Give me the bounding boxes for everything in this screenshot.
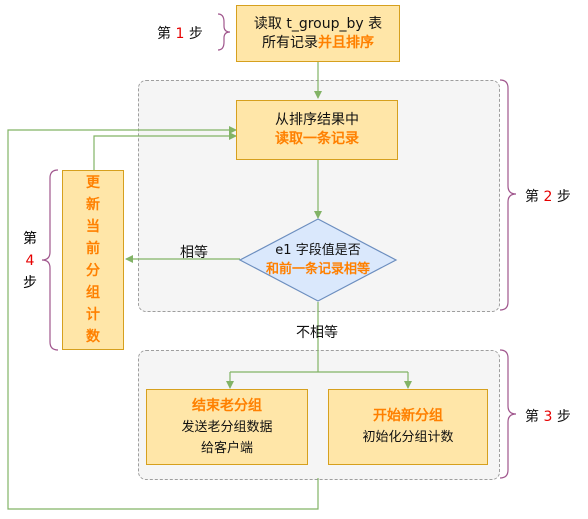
update-count-box: 更 新 当 前 分 组 计 数	[62, 170, 124, 350]
start-group-title: 开始新分组	[373, 408, 443, 424]
end-group-title: 结束老分组	[192, 397, 262, 414]
decision-text: e1 字段值是否 和前一条记录相等	[250, 238, 386, 282]
decision-line2: 和前一条记录相等	[265, 262, 370, 277]
fetch-record-line1: 从排序结果中	[275, 112, 359, 128]
start-group-box: 开始新分组 初始化分组计数	[328, 389, 488, 465]
end-group-line2: 给客户端	[200, 440, 253, 456]
read-table-line2: 所有记录并且排序	[262, 34, 374, 51]
decision-diamond	[238, 218, 398, 302]
brace-step4	[41, 169, 59, 351]
step1-label: 第 1 步	[157, 26, 203, 42]
loop-start-to-fetch	[7, 126, 319, 510]
brace-step1	[217, 13, 231, 51]
decision-line1: e1 字段值是否	[275, 243, 361, 258]
fetch-record-box: 从排序结果中 读取一条记录	[236, 100, 398, 160]
read-table-box: 读取 t_group_by 表 所有记录并且排序	[236, 5, 400, 62]
step3-label: 第 3 步	[525, 409, 571, 425]
brace-step2	[499, 79, 517, 311]
edge-label-equal: 相等	[180, 245, 208, 261]
brace-step3	[499, 349, 517, 479]
start-group-line1: 初始化分组计数	[362, 430, 454, 445]
step2-label: 第 2 步	[525, 189, 571, 205]
loop-update-to-fetch	[93, 132, 237, 170]
fetch-record-line2: 读取一条记录	[275, 131, 359, 147]
read-table-line1: 读取 t_group_by 表	[253, 15, 383, 32]
end-group-box: 结束老分组 发送老分组数据 给客户端	[146, 389, 308, 465]
edge-label-not-equal: 不相等	[296, 325, 338, 341]
end-group-line1: 发送老分组数据	[181, 419, 273, 435]
